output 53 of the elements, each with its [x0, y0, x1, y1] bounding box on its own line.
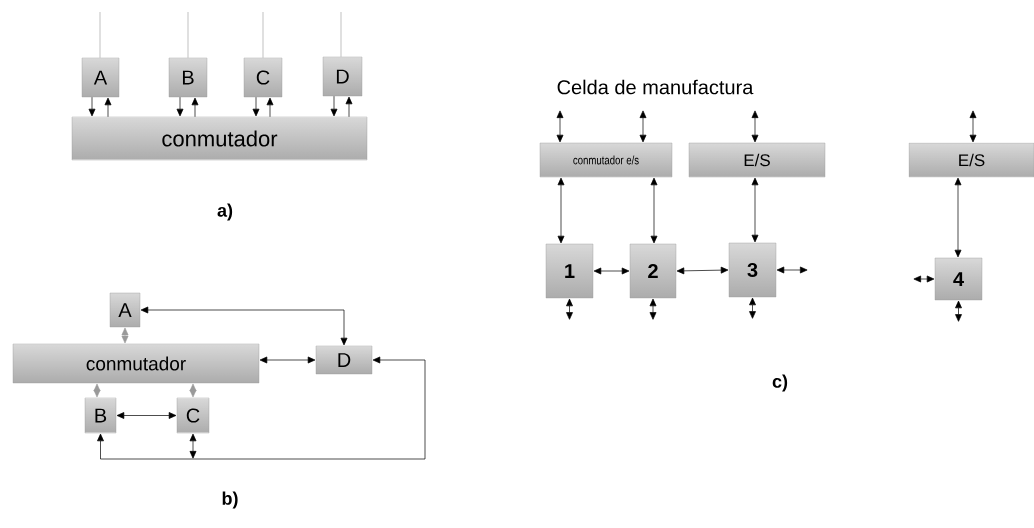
unit-box: C	[243, 57, 283, 98]
arrow	[104, 97, 112, 118]
io-bar: E/S	[908, 142, 1034, 178]
switch-bar: conmutador	[71, 116, 368, 161]
switch-bar: conmutador	[12, 343, 260, 384]
arrow	[556, 110, 564, 143]
arrow	[189, 383, 197, 398]
unit-box: D	[315, 345, 373, 375]
arrow	[345, 96, 353, 118]
diagram-title: Celda de manufactura	[557, 79, 754, 95]
arrow	[749, 297, 756, 319]
arrow	[954, 177, 962, 258]
arrow	[252, 96, 260, 117]
arrow	[650, 177, 658, 244]
arrow	[116, 412, 177, 419]
arrow	[751, 110, 759, 143]
arrow	[97, 356, 426, 460]
unit-box: B	[168, 57, 208, 98]
unit-box: C	[176, 397, 210, 434]
arrow	[266, 97, 274, 118]
arrow	[176, 96, 184, 117]
io-bar: E/S	[688, 142, 826, 178]
arrow	[557, 177, 565, 244]
arrow	[191, 97, 199, 118]
station-box: 3	[728, 242, 777, 298]
station-box: 4	[934, 257, 983, 301]
arrow	[121, 327, 129, 344]
arrow	[566, 298, 573, 320]
arrow	[189, 433, 197, 459]
panel-label: a)	[217, 203, 233, 221]
station-box: 2	[629, 243, 677, 299]
arrow	[639, 110, 647, 143]
unit-box: D	[322, 56, 363, 97]
panel-label: b)	[222, 491, 238, 509]
arrow	[676, 266, 729, 275]
arrow	[751, 177, 759, 243]
arrow	[649, 298, 657, 320]
arrow	[776, 266, 808, 274]
arrow	[88, 96, 96, 117]
station-box: 1	[545, 243, 594, 299]
arrow	[955, 300, 962, 322]
unit-box: A	[109, 292, 141, 328]
arrow	[969, 110, 977, 143]
unit-box: A	[81, 57, 120, 98]
arrow	[330, 95, 338, 117]
arrow	[913, 275, 935, 283]
unit-box: B	[84, 397, 117, 434]
arrow	[140, 306, 348, 346]
arrow	[93, 383, 101, 398]
panel-label: c)	[772, 374, 788, 392]
arrow	[593, 267, 630, 275]
arrow	[259, 356, 316, 364]
switch-bar: conmutador e/s	[539, 142, 673, 178]
